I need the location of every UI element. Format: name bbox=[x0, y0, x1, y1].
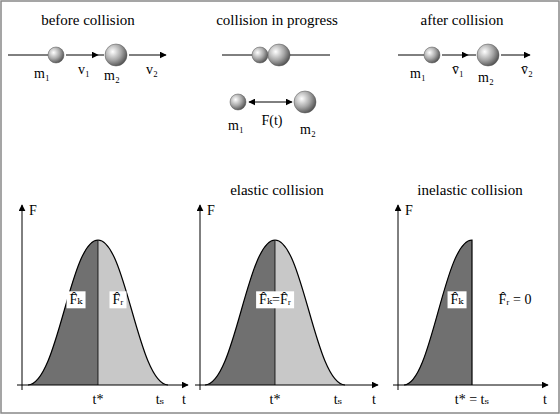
impulse-label: F̂ᵣ = 0 bbox=[499, 292, 532, 307]
collision-progress-balls bbox=[222, 44, 330, 113]
force-graph-1 bbox=[17, 205, 188, 390]
mass-label: m₁ bbox=[228, 118, 244, 133]
mass-label: m₁ bbox=[410, 66, 426, 81]
axis-label: t bbox=[372, 392, 376, 407]
velocity-label: v₁ bbox=[78, 62, 90, 77]
axis-label: F bbox=[405, 203, 413, 218]
section-title: after collision bbox=[421, 12, 504, 29]
tick-label: t* bbox=[93, 392, 104, 407]
axis-label: t bbox=[543, 392, 547, 407]
impulse-label: F̂ᵣ bbox=[110, 291, 127, 308]
mass-label: m₂ bbox=[104, 68, 120, 83]
impulse-label: F̂ₖ bbox=[67, 291, 86, 308]
axis-label: t bbox=[182, 392, 186, 407]
graph-title: elastic collision bbox=[230, 182, 324, 199]
graph-title: inelastic collision bbox=[417, 182, 522, 199]
force-graph-3 bbox=[393, 205, 548, 390]
section-title: before collision bbox=[41, 12, 135, 29]
mass-label: m₂ bbox=[478, 70, 494, 85]
velocity-label: v̄₁ bbox=[452, 62, 464, 77]
tick-label: tₛ bbox=[334, 392, 343, 407]
section-title: collision in progress bbox=[216, 12, 338, 29]
velocity-label: v₂ bbox=[146, 62, 158, 77]
after-collision-balls bbox=[398, 44, 530, 66]
axis-label: F bbox=[29, 203, 37, 218]
impulse-label: F̂ₖ bbox=[448, 291, 467, 308]
velocity-label: v̄₂ bbox=[521, 62, 533, 77]
impulse-label: F̂ₖ=F̂ᵣ bbox=[256, 291, 294, 308]
tick-label: tₛ bbox=[156, 392, 165, 407]
mass-label: m₂ bbox=[300, 122, 316, 137]
tick-label: t* bbox=[270, 392, 281, 407]
axis-label: F bbox=[207, 203, 215, 218]
tick-label: t* = tₛ bbox=[455, 392, 489, 407]
force-graph-2 bbox=[195, 205, 378, 390]
mass-label: m₁ bbox=[34, 66, 50, 81]
force-label: F(t) bbox=[262, 113, 283, 128]
